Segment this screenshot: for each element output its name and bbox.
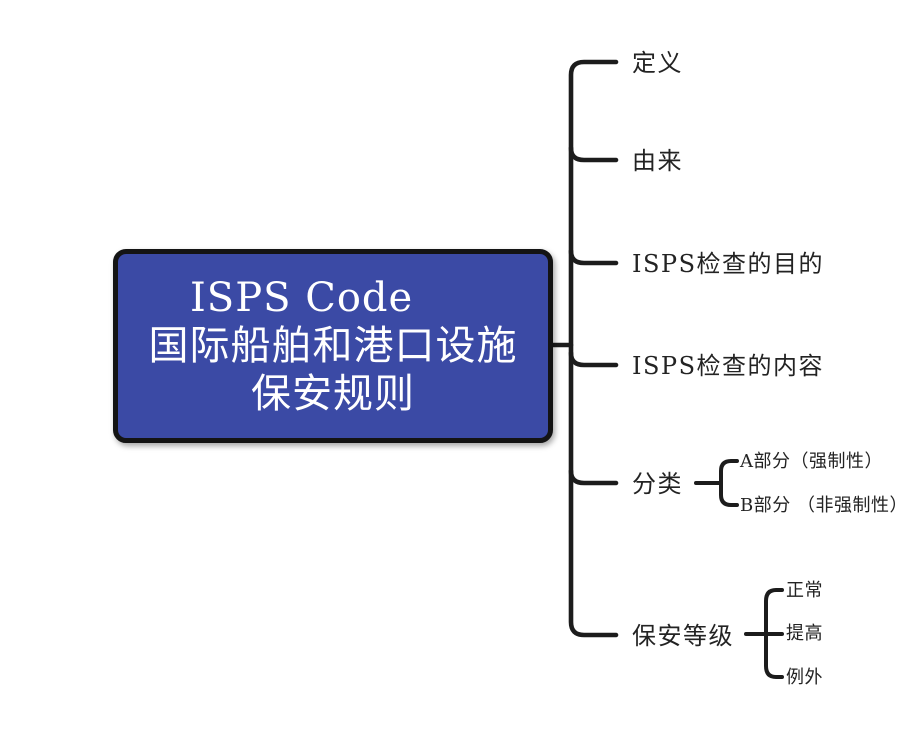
child-label-normal[interactable]: 正常: [786, 579, 823, 601]
branch-line-classification: [568, 468, 619, 486]
branch-label-definition[interactable]: 定义: [632, 49, 683, 78]
branch-label-origin[interactable]: 由来: [632, 147, 683, 176]
branch-line-content: [568, 350, 619, 368]
branch-line-origin: [568, 145, 619, 163]
child-label-heightened[interactable]: 提高: [786, 622, 823, 644]
branch-label-isps-inspection-purpose[interactable]: ISPS检查的目的: [632, 250, 825, 279]
classification-bracket: [719, 459, 739, 507]
root-title-zh-line1: 国际船舶和港口设施: [148, 323, 518, 369]
branch-label-security-levels[interactable]: 保安等级: [632, 622, 734, 651]
mindmap-spine-line: [568, 59, 619, 638]
main-branch-lines: [550, 59, 619, 638]
child-label-part-a[interactable]: A部分（强制性）: [740, 450, 883, 472]
sub-branch-lines: [694, 459, 784, 679]
root-title-zh-line2: 保安规则: [251, 371, 415, 417]
branch-label-isps-inspection-content[interactable]: ISPS检查的内容: [632, 352, 825, 381]
root-title-en: ISPS Code: [190, 275, 414, 321]
root-node[interactable]: ISPS Code 国际船舶和港口设施 保安规则: [113, 249, 553, 443]
child-label-exception[interactable]: 例外: [786, 666, 823, 688]
child-label-part-b[interactable]: B部分 （非强制性）: [740, 494, 908, 516]
branch-line-purpose: [568, 248, 619, 266]
branch-label-classification[interactable]: 分类: [632, 470, 683, 499]
